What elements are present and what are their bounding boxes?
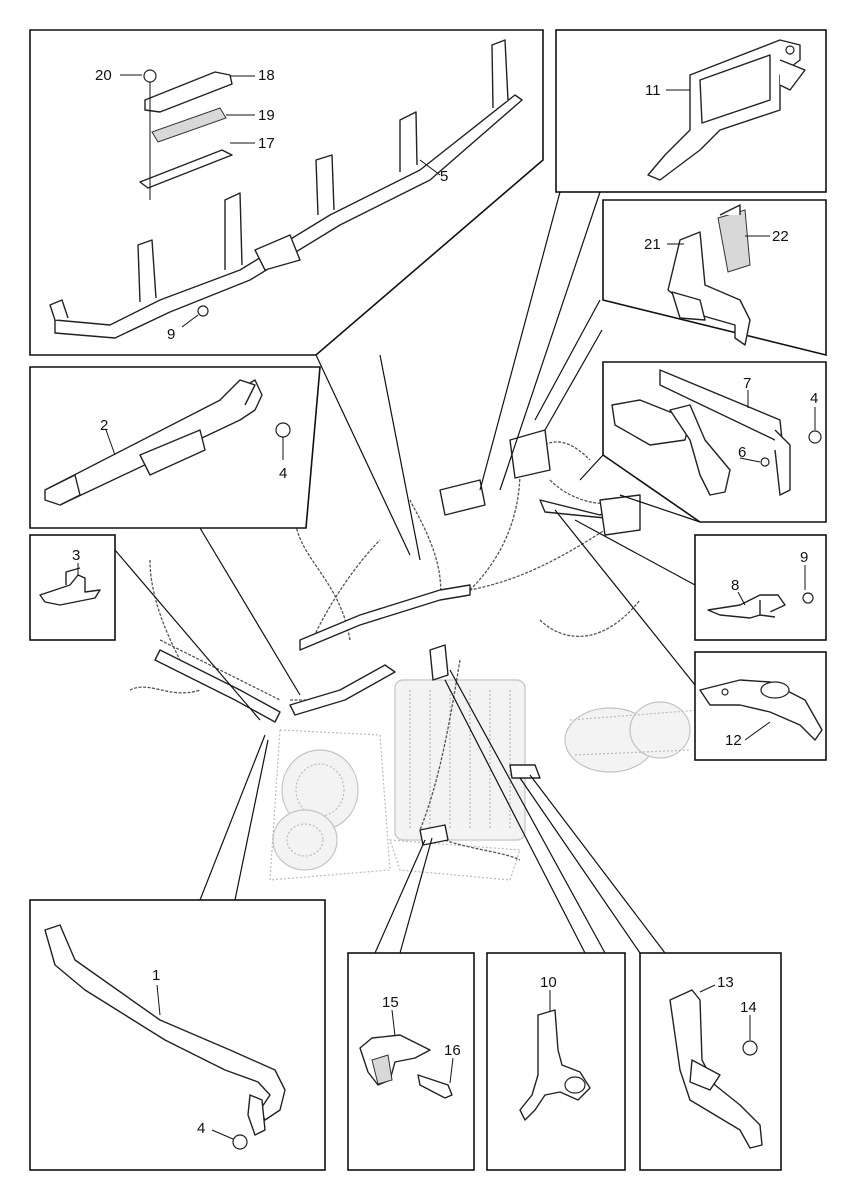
callout-2: 2 — [100, 417, 108, 434]
callout-14: 14 — [740, 999, 757, 1016]
panel-bracket-12: 12 — [694, 651, 827, 761]
panel-bracket-15-16: 15 16 — [347, 952, 475, 1171]
callout-8: 8 — [731, 577, 739, 594]
engine-assembly-illustration — [129, 429, 701, 881]
bolt-part-9 — [197, 305, 209, 317]
panel-wiring-harness-bracket: 20 18 19 17 5 9 — [29, 29, 544, 356]
bracket-part-3 — [39, 574, 101, 606]
callout-4-mid: 4 — [279, 465, 287, 482]
panel-bracket-2: 2 4 — [29, 366, 321, 529]
callout-1: 1 — [152, 967, 160, 984]
callout-3: 3 — [72, 547, 80, 564]
callout-10: 10 — [540, 974, 557, 991]
callout-9-top: 9 — [167, 326, 175, 343]
callout-19: 19 — [258, 107, 275, 124]
bolt-part-4-right — [808, 430, 822, 444]
callout-22: 22 — [772, 228, 789, 245]
panel-bracket-3: 3 — [29, 534, 116, 641]
callout-9-right: 9 — [800, 549, 808, 566]
callout-11: 11 — [645, 82, 661, 99]
bolt-part-14 — [742, 1040, 758, 1056]
callout-16: 16 — [444, 1042, 461, 1059]
plate-part-17 — [139, 149, 233, 189]
connector-block-part-19 — [151, 107, 227, 143]
callout-6: 6 — [738, 444, 746, 461]
bracket-part-1 — [44, 924, 286, 1121]
bolt-part-9-right — [802, 592, 814, 604]
clip-part-18 — [144, 71, 233, 113]
bracket-part-12 — [699, 679, 823, 741]
panel-bracket-10: 10 — [486, 952, 626, 1171]
callout-21: 21 — [644, 236, 661, 253]
bolt-part-4-bottom — [232, 1134, 248, 1150]
bracket-part-13 — [669, 989, 763, 1149]
callout-4-right: 4 — [810, 390, 818, 407]
nut-part-20 — [143, 69, 157, 83]
connector-lines — [114, 191, 701, 954]
panel-bracket-8: 8 9 — [694, 534, 827, 641]
callout-4-bottom: 4 — [197, 1120, 205, 1137]
callout-5: 5 — [440, 168, 448, 185]
bolt-part-4-left — [275, 422, 291, 438]
panel-bracket-6-7: 7 4 6 — [602, 361, 827, 523]
bracket-part-6 — [669, 404, 731, 496]
callout-12: 12 — [725, 732, 742, 749]
callout-18: 18 — [258, 67, 275, 84]
panel-bracket-11: 11 — [555, 29, 827, 193]
callout-7: 7 — [743, 375, 751, 392]
callout-15: 15 — [382, 994, 399, 1011]
bracket-part-5 — [54, 94, 523, 339]
callout-20: 20 — [95, 67, 112, 84]
callout-17: 17 — [258, 135, 275, 152]
panel-bracket-1: 1 4 — [29, 899, 326, 1171]
callout-13: 13 — [717, 974, 734, 991]
panel-bracket-13: 13 14 — [639, 952, 782, 1171]
panel-bracket-21-22: 21 22 — [602, 199, 827, 357]
bolt-part-16 — [417, 1074, 453, 1099]
